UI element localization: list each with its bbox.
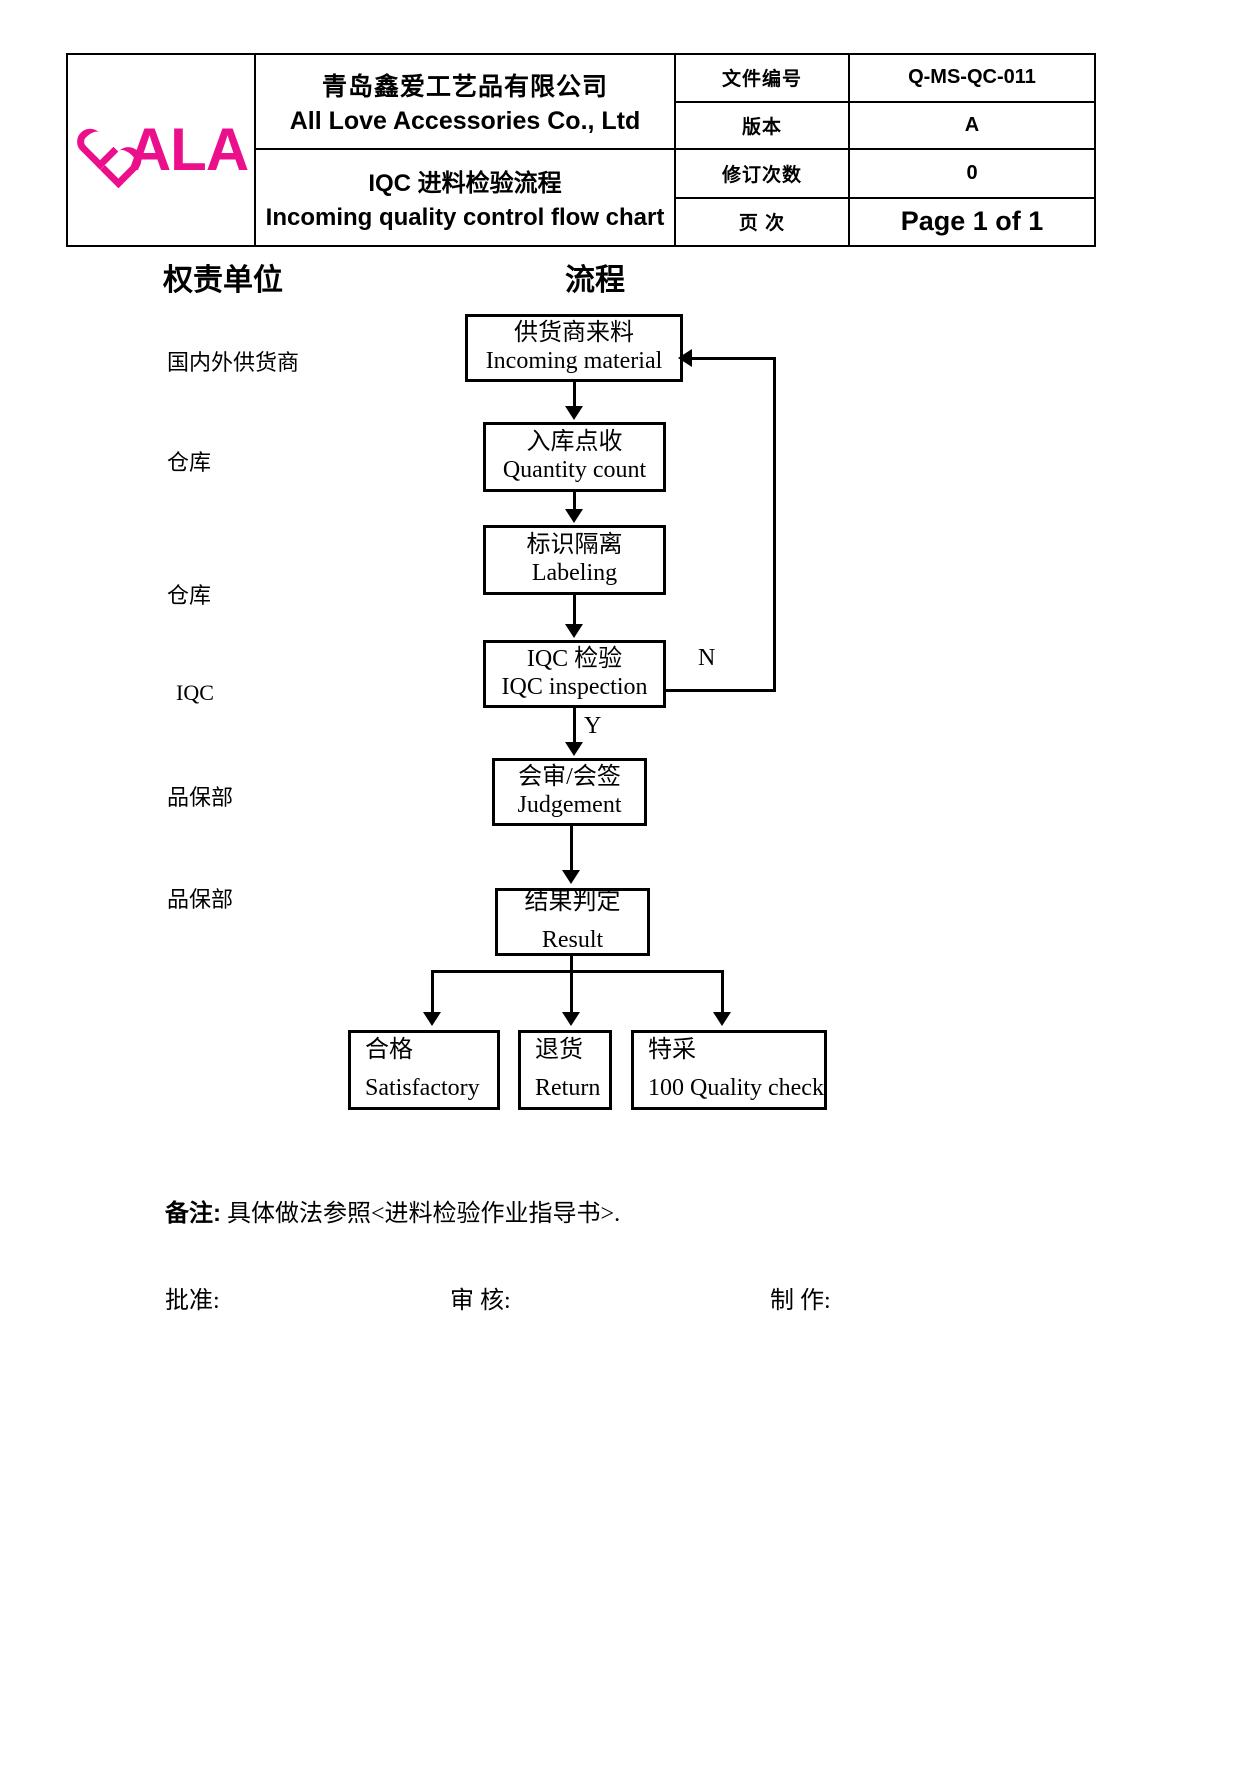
connector-no-branch-horizontal-top	[692, 357, 776, 360]
connector-incoming-to-quantity	[573, 382, 576, 408]
connector-quantity-to-labeling	[573, 492, 576, 511]
connector-to-satisfactory	[431, 970, 434, 1014]
flow-box-quantity-count-cn: 入库点收	[526, 429, 623, 456]
branch-label-yes: Y	[584, 713, 602, 739]
connector-no-branch-vertical	[773, 357, 776, 692]
field-value-revision: 0	[848, 148, 1096, 199]
doc-title-cn: IQC 进料检验流程	[368, 170, 562, 197]
field-label-page: 页 次	[674, 196, 850, 248]
responsibility-column-title: 权责单位	[163, 264, 283, 297]
flow-box-labeling-cn: 标识隔离	[526, 532, 623, 559]
arrow-to-special-purchase	[713, 1012, 731, 1026]
connector-result-stem	[570, 956, 573, 972]
company-name-en: All Love Accessories Co., Ltd	[289, 107, 641, 135]
signature-approve: 批准:	[165, 1288, 220, 1314]
flow-box-iqc-inspection-en: IQC inspection	[501, 674, 648, 700]
flow-box-incoming-material-en: Incoming material	[485, 348, 663, 374]
flow-box-labeling-en: Labeling	[531, 560, 618, 586]
field-label-version: 版本	[674, 100, 850, 150]
responsibility-label-qa-2: 品保部	[167, 887, 234, 912]
version-value: A	[964, 113, 980, 136]
field-label-revision: 修订次数	[674, 148, 850, 199]
field-value-doc-number: Q-MS-QC-011	[848, 53, 1096, 103]
outcome-box-return: 退货 Return	[518, 1030, 612, 1110]
signature-review: 审 核:	[450, 1288, 511, 1314]
doc-title-cell: IQC 进料检验流程 Incoming quality control flow…	[254, 148, 676, 247]
company-name-cn: 青岛鑫爱工艺品有限公司	[321, 73, 608, 101]
responsibility-label-iqc: IQC	[176, 680, 214, 705]
revision-label: 修订次数	[721, 164, 802, 186]
arrow-no-branch-to-incoming	[678, 349, 692, 367]
outcome-box-satisfactory-en: Satisfactory	[365, 1075, 480, 1101]
connector-iqc-to-judgement	[573, 708, 576, 744]
arrow-incoming-to-quantity	[565, 406, 583, 420]
flow-box-iqc-inspection: IQC 检验 IQC inspection	[483, 640, 666, 708]
outcome-box-special-purchase-cn: 特采	[648, 1037, 696, 1064]
company-logo-cell: ALA	[66, 53, 256, 247]
connector-to-return	[570, 970, 573, 1014]
revision-value: 0	[966, 161, 978, 184]
connector-no-branch-horizontal-bottom	[666, 689, 776, 692]
flow-box-incoming-material: 供货商来料 Incoming material	[465, 314, 683, 382]
note-text: 具体做法参照<进料检验作业指导书>.	[227, 1201, 621, 1227]
logo-text: ALA	[127, 116, 249, 183]
arrow-iqc-to-judgement	[565, 742, 583, 756]
flow-box-judgement: 会审/会签 Judgement	[492, 758, 647, 826]
arrow-to-satisfactory	[423, 1012, 441, 1026]
connector-judgement-to-result	[570, 826, 573, 872]
logo-wrap: ALA	[68, 55, 254, 245]
outcome-box-special-purchase-en: 100 Quality check	[648, 1075, 824, 1101]
flow-box-quantity-count: 入库点收 Quantity count	[483, 422, 666, 492]
flow-box-judgement-en: Judgement	[517, 792, 622, 818]
page-label: 页 次	[738, 213, 786, 235]
outcome-box-special-purchase: 特采 100 Quality check	[631, 1030, 827, 1110]
note-row: 备注: 具体做法参照<进料检验作业指导书>.	[165, 1193, 620, 1228]
doc-title-en: Incoming quality control flow chart	[265, 204, 665, 231]
flow-column-title: 流程	[565, 264, 625, 297]
heart-icon	[74, 126, 126, 174]
document-header-table: ALA 青岛鑫爱工艺品有限公司 All Love Accessories Co.…	[66, 53, 1096, 248]
flow-box-iqc-inspection-cn: IQC 检验	[526, 646, 623, 673]
outcome-box-satisfactory-cn: 合格	[365, 1037, 413, 1064]
connector-result-split-bar	[431, 970, 724, 973]
doc-number-value: Q-MS-QC-011	[908, 66, 1036, 89]
flow-box-quantity-count-en: Quantity count	[502, 457, 647, 483]
flow-box-labeling: 标识隔离 Labeling	[483, 525, 666, 595]
responsibility-label-warehouse-2: 仓库	[167, 583, 212, 608]
arrow-to-return	[562, 1012, 580, 1026]
outcome-box-satisfactory: 合格 Satisfactory	[348, 1030, 500, 1110]
version-label: 版本	[741, 116, 782, 138]
field-label-doc-number: 文件编号	[674, 53, 850, 103]
arrow-quantity-to-labeling	[565, 509, 583, 523]
connector-labeling-to-iqc	[573, 595, 576, 626]
responsibility-label-qa-1: 品保部	[167, 785, 234, 810]
arrow-judgement-to-result	[562, 870, 580, 884]
connector-to-special-purchase	[721, 970, 724, 1014]
responsibility-label-supplier: 国内外供货商	[167, 350, 300, 375]
field-value-page: Page 1 of 1	[848, 196, 1096, 248]
flow-box-incoming-material-cn: 供货商来料	[514, 320, 634, 347]
flow-box-result-cn: 结果判定	[524, 889, 621, 916]
signature-prepare: 制 作:	[770, 1288, 831, 1314]
company-name-cell: 青岛鑫爱工艺品有限公司 All Love Accessories Co., Lt…	[254, 53, 676, 150]
outcome-box-return-cn: 退货	[535, 1037, 583, 1064]
arrow-labeling-to-iqc	[565, 624, 583, 638]
responsibility-label-warehouse-1: 仓库	[167, 450, 212, 475]
branch-label-no: N	[698, 645, 716, 671]
flow-box-judgement-cn: 会审/会签	[518, 764, 621, 791]
outcome-box-return-en: Return	[535, 1075, 601, 1101]
field-value-version: A	[848, 100, 1096, 150]
note-label: 备注:	[165, 1200, 221, 1227]
flow-box-result: 结果判定 Result	[495, 888, 650, 956]
flow-box-result-en: Result	[541, 927, 604, 953]
page-value: Page 1 of 1	[900, 206, 1044, 237]
doc-number-label: 文件编号	[721, 69, 802, 91]
